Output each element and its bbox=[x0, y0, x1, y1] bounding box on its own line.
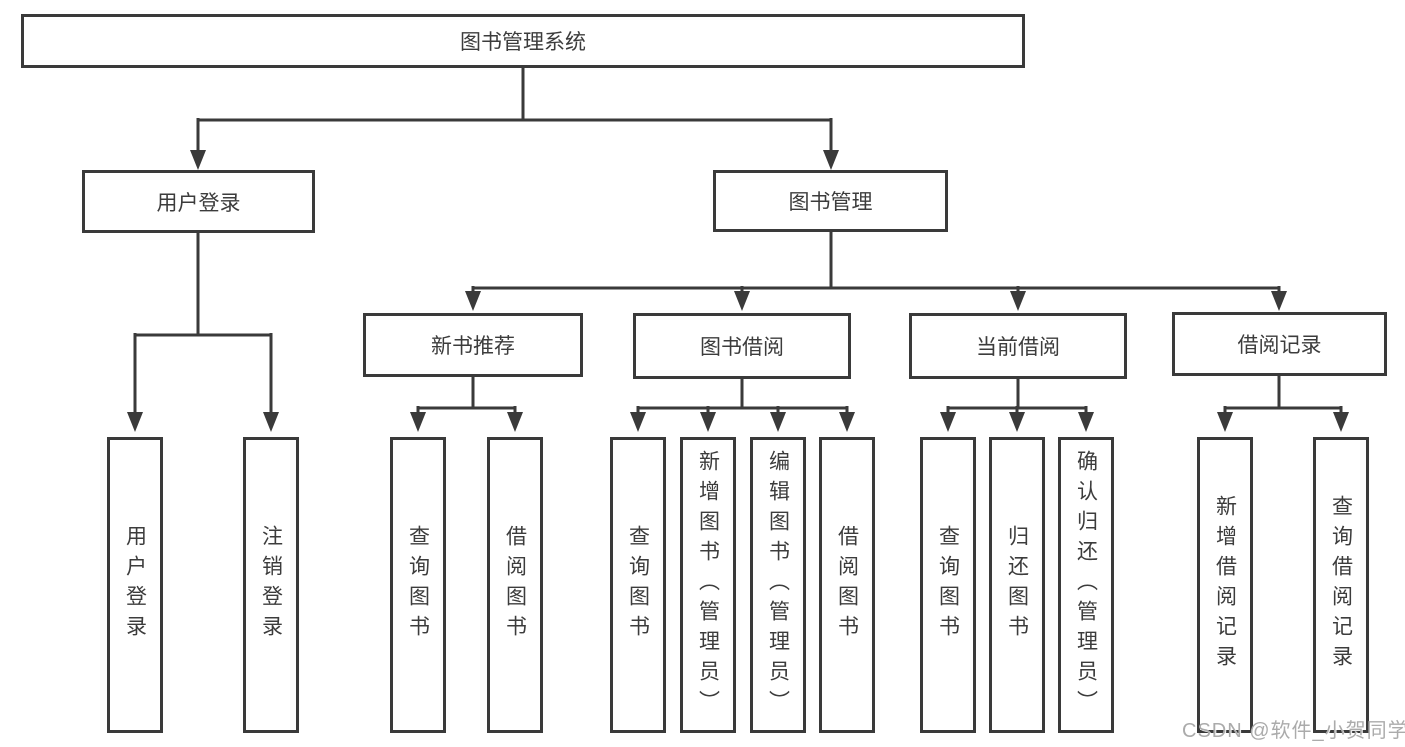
leaf-borrow-books-borrowing-label: 借阅图书 bbox=[835, 525, 859, 645]
leaf-confirm-return-admin: 确认归还（管理员） bbox=[1058, 437, 1114, 733]
leaf-borrow-books-recommend: 借阅图书 bbox=[487, 437, 543, 733]
node-root: 图书管理系统 bbox=[21, 14, 1025, 68]
leaf-query-books-borrowing: 查询图书 bbox=[610, 437, 666, 733]
leaf-confirm-return-admin-label: 确认归还（管理员） bbox=[1074, 450, 1098, 720]
leaf-user-login-label: 用户登录 bbox=[123, 525, 147, 645]
leaf-edit-book-admin: 编辑图书（管理员） bbox=[750, 437, 806, 733]
leaf-return-book-label: 归还图书 bbox=[1005, 525, 1029, 645]
node-current-borrowing-label: 当前借阅 bbox=[976, 336, 1060, 359]
leaf-add-book-admin: 新增图书（管理员） bbox=[680, 437, 736, 733]
node-new-book-recommendation: 新书推荐 bbox=[363, 313, 583, 377]
leaf-return-book: 归还图书 bbox=[989, 437, 1045, 733]
leaf-query-books-recommend-label: 查询图书 bbox=[406, 525, 430, 645]
leaf-user-login: 用户登录 bbox=[107, 437, 163, 733]
node-user-login: 用户登录 bbox=[82, 170, 315, 233]
leaf-query-books-recommend: 查询图书 bbox=[390, 437, 446, 733]
leaf-query-books-current-label: 查询图书 bbox=[936, 525, 960, 645]
arrowheads bbox=[127, 150, 1349, 432]
node-book-management: 图书管理 bbox=[713, 170, 948, 232]
leaf-query-books-current: 查询图书 bbox=[920, 437, 976, 733]
node-root-label: 图书管理系统 bbox=[460, 31, 586, 54]
csdn-watermark: CSDN @软件_小贺同学 bbox=[1182, 720, 1405, 742]
node-borrowing-records: 借阅记录 bbox=[1172, 312, 1387, 376]
leaf-query-borrow-record-label: 查询借阅记录 bbox=[1329, 495, 1353, 675]
leaf-add-book-admin-label: 新增图书（管理员） bbox=[696, 450, 720, 720]
node-book-borrowing-label: 图书借阅 bbox=[700, 336, 784, 359]
node-user-login-label: 用户登录 bbox=[156, 191, 241, 215]
node-current-borrowing: 当前借阅 bbox=[909, 313, 1127, 379]
leaf-logout-label: 注销登录 bbox=[259, 525, 283, 645]
leaf-borrow-books-borrowing: 借阅图书 bbox=[819, 437, 875, 733]
leaf-edit-book-admin-label: 编辑图书（管理员） bbox=[766, 450, 790, 720]
leaf-borrow-books-recommend-label: 借阅图书 bbox=[503, 525, 527, 645]
node-borrowing-records-label: 借阅记录 bbox=[1237, 334, 1322, 357]
node-book-borrowing: 图书借阅 bbox=[633, 313, 851, 379]
leaf-add-borrow-record-label: 新增借阅记录 bbox=[1213, 495, 1237, 675]
leaf-query-borrow-record: 查询借阅记录 bbox=[1313, 437, 1369, 733]
leaf-add-borrow-record: 新增借阅记录 bbox=[1197, 437, 1253, 733]
node-new-book-recommendation-label: 新书推荐 bbox=[431, 335, 515, 358]
node-book-management-label: 图书管理 bbox=[788, 191, 873, 214]
leaf-query-books-borrowing-label: 查询图书 bbox=[626, 525, 650, 645]
leaf-logout: 注销登录 bbox=[243, 437, 299, 733]
